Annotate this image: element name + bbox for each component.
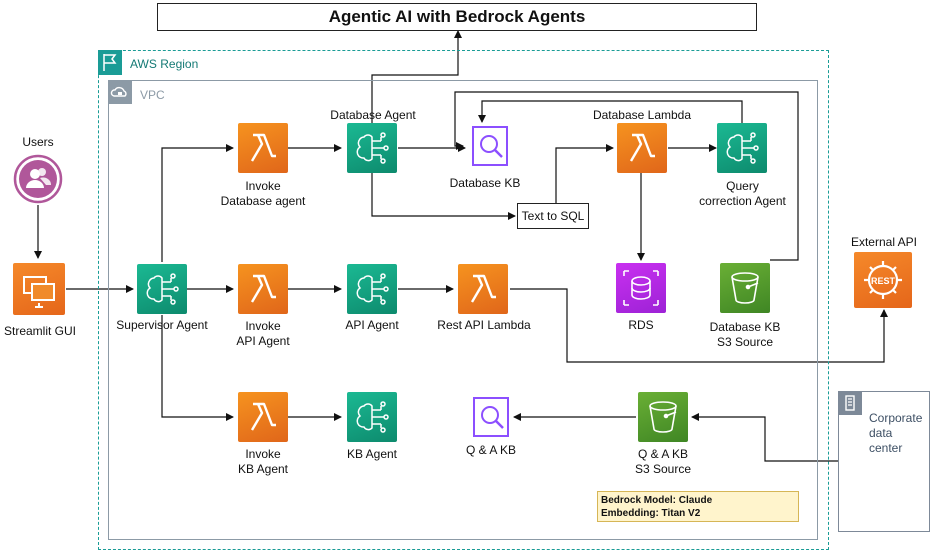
desktop-icon <box>13 263 65 315</box>
model-line: Bedrock Model: Claude <box>601 495 713 506</box>
aws-region-boundary <box>98 50 829 550</box>
invoke-api-line2: API Agent <box>236 334 290 348</box>
lambda-icon <box>617 123 667 173</box>
brain-icon <box>717 123 767 173</box>
vpc-label: VPC <box>140 88 165 102</box>
kb-agent-label: KB Agent <box>346 447 398 461</box>
brain-icon <box>347 392 397 442</box>
arrow-dbs3-kb <box>454 91 799 261</box>
text-to-sql-box: Text to SQL <box>517 203 589 229</box>
users-icon <box>13 154 63 204</box>
db-kb-s3-label: Database KB S3 Source <box>690 320 800 350</box>
db-kb-s3-line1: Database KB <box>709 320 781 334</box>
rest-text: REST <box>871 276 896 286</box>
brain-icon <box>347 264 397 314</box>
region-flag-icon <box>98 50 122 75</box>
model-info-box: Bedrock Model: Claude Embedding: Titan V… <box>597 491 799 522</box>
api-agent-label: API Agent <box>345 318 399 332</box>
qa-kb-s3-line2: S3 Source <box>634 462 692 476</box>
invoke-api-label: Invoke API Agent <box>208 319 318 349</box>
arrow-supervisor-invoke-db <box>161 144 234 262</box>
qa-kb-s3-label: Q & A KB S3 Source <box>615 447 711 477</box>
query-correction-label: Query correction Agent <box>685 179 800 209</box>
lambda-icon <box>238 392 288 442</box>
streamlit-label: Streamlit GUI <box>3 324 76 338</box>
rds-label: RDS <box>628 318 654 332</box>
diagram-title: Agentic AI with Bedrock Agents <box>157 3 757 31</box>
arrow-db-agent-textsql <box>371 173 516 220</box>
lambda-icon <box>238 123 288 173</box>
region-label: AWS Region <box>130 57 199 71</box>
database-kb-label: Database KB <box>449 176 521 190</box>
db-kb-s3-line2: S3 Source <box>716 335 774 349</box>
supervisor-label: Supervisor Agent <box>116 318 208 332</box>
external-api-label: External API <box>850 235 918 249</box>
invoke-db-label: Invoke Database agent <box>208 179 318 209</box>
arrow-corp-qas3 <box>691 413 838 462</box>
arrow-lambda-external <box>510 288 888 363</box>
lambda-icon <box>238 264 288 314</box>
magnifier-icon <box>468 394 514 440</box>
arrow-query-kb <box>478 100 743 123</box>
invoke-api-line1: Invoke <box>245 319 281 333</box>
embedding-line: Embedding: Titan V2 <box>601 508 701 519</box>
gear-icon: REST <box>854 252 912 308</box>
lambda-icon <box>458 264 508 314</box>
qa-kb-s3-line1: Q & A KB <box>637 447 689 461</box>
invoke-kb-line1: Invoke <box>245 447 281 461</box>
brain-icon <box>137 264 187 314</box>
corporate-label: Corporate data center <box>869 411 923 455</box>
users-label: Users <box>22 135 54 149</box>
brain-icon <box>347 123 397 173</box>
bucket-icon <box>638 392 688 442</box>
cloud-icon <box>108 80 132 104</box>
database-agent-label: Database Agent <box>330 108 416 122</box>
qa-kb-label: Q & A KB <box>465 443 517 457</box>
arrow-supervisor-invoke-kb <box>161 315 234 421</box>
building-icon <box>838 391 862 415</box>
rest-api-lambda-label: Rest API Lambda <box>437 318 531 332</box>
magnifier-icon <box>467 123 513 169</box>
arrow-db-agent-title <box>371 30 462 123</box>
vpc-boundary <box>108 80 818 540</box>
invoke-kb-label: Invoke KB Agent <box>208 447 318 477</box>
database-lambda-label: Database Lambda <box>592 108 692 122</box>
invoke-db-label-line1: Invoke <box>245 179 281 193</box>
invoke-db-label-line2: Database agent <box>220 194 306 208</box>
bucket-icon <box>720 263 770 313</box>
query-correction-line2: correction Agent <box>699 194 786 208</box>
query-correction-line1: Query <box>726 179 759 193</box>
arrow-textsql-lambda <box>555 144 614 203</box>
database-icon <box>616 263 666 313</box>
invoke-kb-line2: KB Agent <box>237 462 289 476</box>
